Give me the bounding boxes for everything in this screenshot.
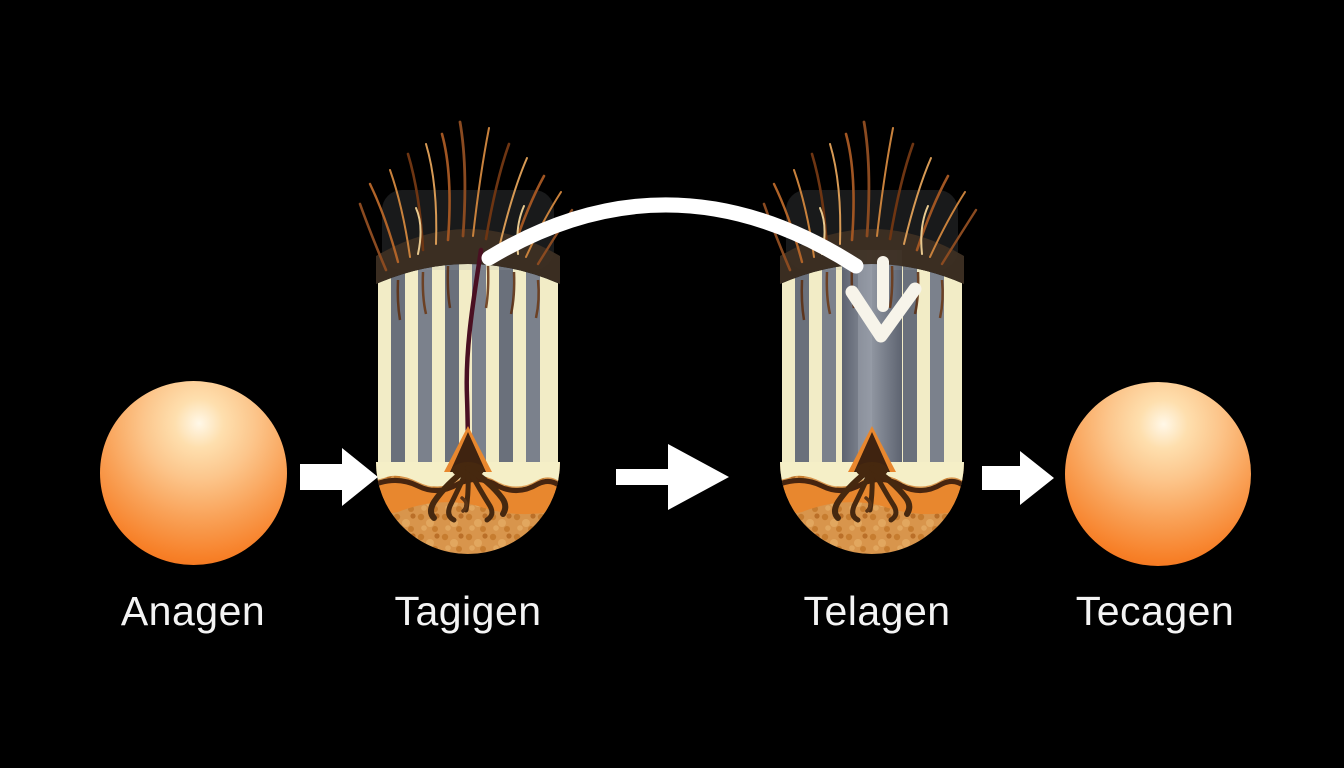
right-arrow-icon-1 — [300, 448, 378, 506]
stage-label-tecagen: Tecagen — [1075, 588, 1235, 634]
tecagen-sphere-illustration — [1065, 382, 1251, 566]
follicle-illustration-tagigen — [358, 120, 574, 562]
right-arrow-icon-2 — [616, 444, 729, 510]
stage-label-telagen: Telagen — [803, 588, 951, 634]
stage-label-anagen: Anagen — [120, 588, 266, 634]
stage-label-tagigen: Tagigen — [394, 588, 542, 634]
right-arrow-icon-3 — [982, 451, 1054, 505]
anagen-sphere-illustration — [100, 381, 287, 565]
follicle-illustration-telagen — [762, 120, 978, 562]
